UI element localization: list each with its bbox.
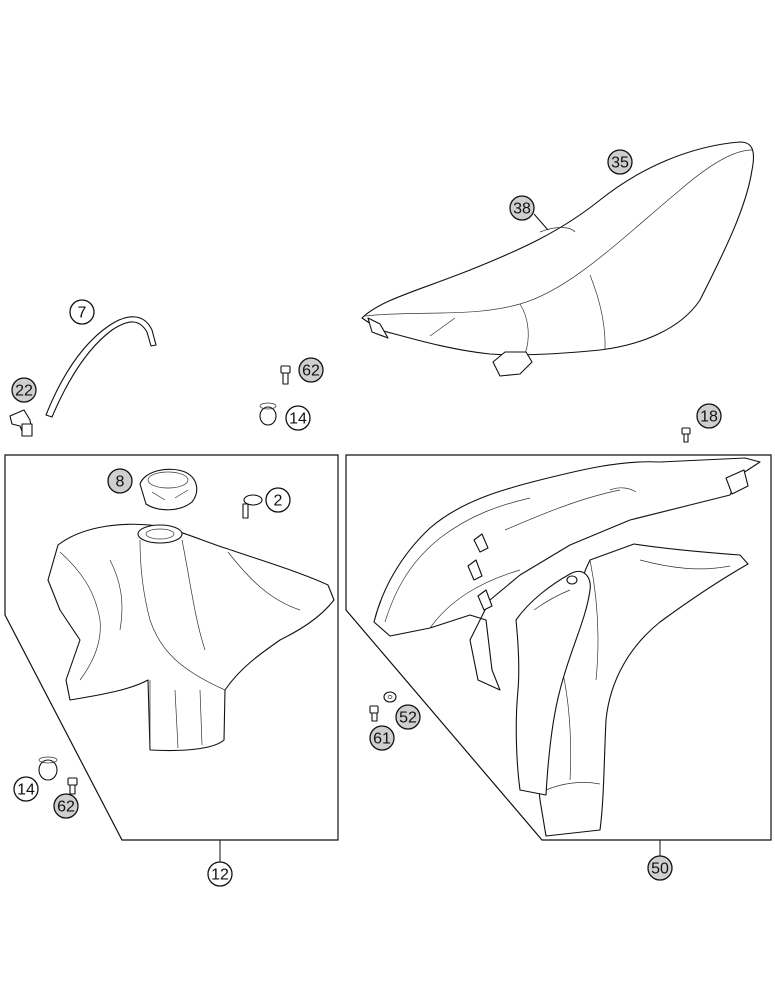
label-18: 18 [700, 409, 718, 426]
screw-61-label: 61 [369, 725, 395, 751]
label-8: 8 [116, 474, 125, 491]
label-50: 50 [651, 861, 669, 878]
hose-label: 7 [69, 299, 95, 325]
screw-62-bottom-label: 62 [53, 793, 79, 819]
bushing-14-top-label: 14 [285, 405, 311, 431]
washer-52 [383, 691, 397, 703]
radiator-shroud-front [515, 570, 591, 796]
tank-assembly-label: 12 [207, 861, 233, 887]
label-2: 2 [274, 493, 283, 510]
elbow-fitting [9, 409, 33, 437]
bushing-14-bottom [38, 756, 58, 781]
tank-cap-label: 8 [107, 468, 133, 494]
label-7: 7 [78, 305, 87, 322]
screw-18-label: 18 [696, 403, 722, 429]
screw-62-bottom [67, 777, 78, 795]
tank-assembly-frame [4, 454, 339, 841]
shroud-assembly-label: 50 [647, 855, 673, 881]
screw-18 [681, 427, 691, 443]
label-35: 35 [611, 155, 629, 172]
label-38: 38 [513, 201, 531, 218]
screw-61 [369, 705, 379, 722]
tank-cap [139, 468, 198, 511]
label-14-bottom: 14 [17, 782, 35, 799]
screw-62-top-label: 62 [298, 357, 324, 383]
elbow-label: 22 [11, 377, 37, 403]
tank-screw-label: 2 [265, 487, 291, 513]
shroud-assembly-frame [345, 454, 772, 841]
seat-label: 35 [607, 149, 633, 175]
label-62-top: 62 [302, 363, 320, 380]
label-14-top: 14 [289, 411, 307, 428]
screw-62-top [280, 365, 291, 385]
washer-52-label: 52 [395, 704, 421, 730]
bushing-14-top [259, 402, 277, 426]
seat-strap-label: 38 [509, 195, 549, 231]
label-52: 52 [399, 710, 417, 727]
tank-screw [242, 494, 263, 519]
label-22: 22 [15, 383, 33, 400]
radiator-shroud-upper [373, 457, 761, 691]
label-62-bottom: 62 [57, 799, 75, 816]
bushing-14-bottom-label: 14 [13, 776, 39, 802]
fuel-tank [47, 523, 335, 752]
label-61: 61 [373, 731, 391, 748]
breather-hose [45, 316, 157, 418]
label-12: 12 [211, 867, 229, 884]
seat [361, 141, 755, 377]
